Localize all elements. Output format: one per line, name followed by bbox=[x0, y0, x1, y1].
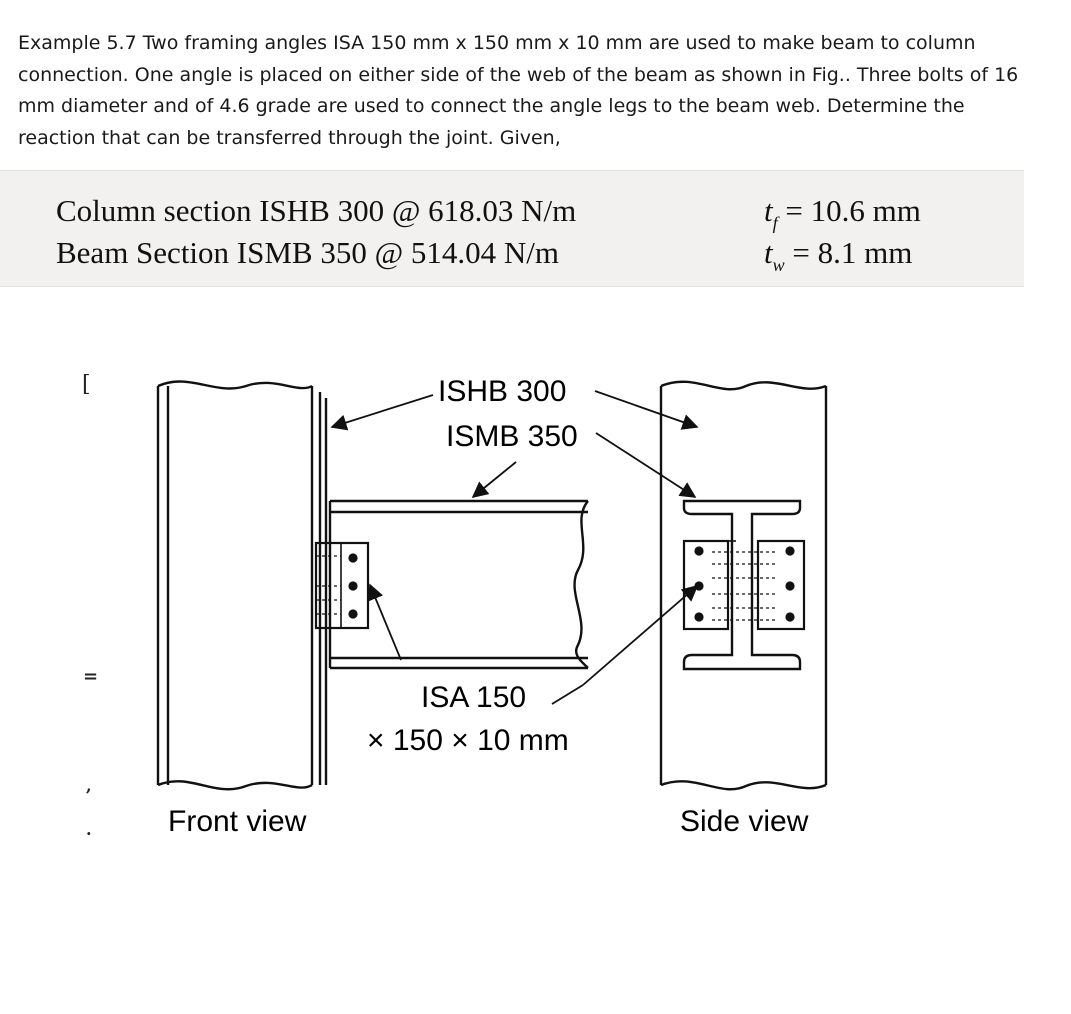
bolt bbox=[348, 581, 358, 591]
problem-line: mm diameter and of 4.6 grade are used to… bbox=[18, 95, 965, 117]
margin-mark: = bbox=[83, 666, 99, 687]
side-beam-section bbox=[682, 499, 802, 671]
label-ishb-300: ISHB 300 bbox=[438, 375, 566, 408]
caption-front-view: Front view bbox=[168, 805, 307, 838]
margin-mark: [ bbox=[82, 372, 91, 397]
caption-side-view: Side view bbox=[680, 805, 809, 838]
connection-figure: ISHB 300 ISMB 350 ISA 150 × 150 × 10 mm … bbox=[156, 375, 828, 838]
leader-beam-side bbox=[595, 432, 697, 498]
tw-subscript: w bbox=[772, 255, 785, 275]
web-thickness: tw = 8.1 mm bbox=[764, 235, 913, 275]
leader-angle-front bbox=[368, 583, 402, 661]
tw-symbol: t bbox=[764, 235, 773, 270]
bolt bbox=[785, 546, 795, 556]
label-isa-150: ISA 150 bbox=[421, 681, 526, 714]
bolt bbox=[785, 612, 795, 622]
problem-line: reaction that can be transferred through… bbox=[18, 126, 561, 149]
problem-statement: Example 5.7 Two framing angles ISA 150 m… bbox=[18, 28, 1058, 154]
bolt bbox=[348, 553, 358, 563]
problem-line: Example 5.7 Two framing angles ISA 150 m… bbox=[18, 32, 976, 54]
leader-beam-front bbox=[471, 461, 517, 499]
tf-symbol: t bbox=[764, 193, 773, 228]
label-ismb-350: ISMB 350 bbox=[446, 420, 578, 453]
given-data-box: Column section ISHB 300 @ 618.03 N/m Bea… bbox=[0, 170, 1024, 287]
margin-mark: , bbox=[86, 776, 92, 795]
tf-subscript: f bbox=[772, 213, 778, 233]
front-view-drawing bbox=[156, 380, 589, 791]
leader-lines bbox=[330, 390, 699, 705]
beam-section-spec: Beam Section ISMB 350 @ 514.04 N/m bbox=[56, 235, 560, 270]
leader-column-front bbox=[330, 394, 434, 431]
leader-column-side bbox=[594, 390, 699, 430]
side-angle-right bbox=[756, 539, 806, 631]
bolt bbox=[694, 612, 704, 622]
tf-value: = 10.6 mm bbox=[785, 193, 921, 228]
label-angle-size: × 150 × 10 mm bbox=[367, 724, 569, 757]
side-view-drawing bbox=[659, 380, 828, 791]
side-bolt-shanks bbox=[712, 551, 776, 621]
tw-value: = 8.1 mm bbox=[792, 235, 913, 270]
bolt bbox=[785, 581, 795, 591]
margin-mark: . bbox=[86, 820, 92, 839]
front-beam bbox=[328, 499, 589, 670]
flange-thickness: tf = 10.6 mm bbox=[764, 193, 921, 233]
front-angle-cleat bbox=[314, 541, 370, 630]
front-column bbox=[156, 380, 328, 791]
side-angle-left bbox=[682, 539, 736, 631]
bolt bbox=[348, 609, 358, 619]
column-section-spec: Column section ISHB 300 @ 618.03 N/m bbox=[56, 193, 577, 228]
leader-angle-tail bbox=[551, 684, 584, 705]
problem-line: connection. One angle is placed on eithe… bbox=[18, 63, 1019, 86]
bolt bbox=[694, 546, 704, 556]
side-column bbox=[659, 380, 828, 791]
leader-angle-side bbox=[582, 584, 699, 686]
